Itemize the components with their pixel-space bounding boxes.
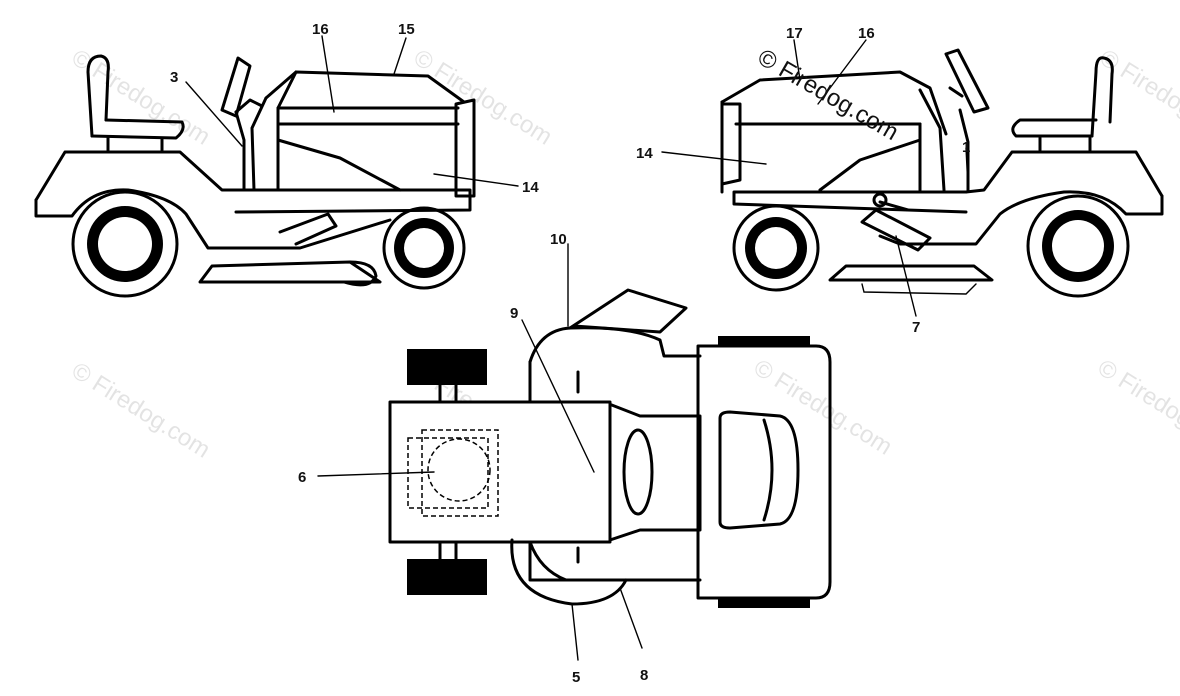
callout-label-8: 8 <box>640 667 648 684</box>
watermark-text-prominent: © Firedog.com <box>753 44 903 146</box>
callout-label-3: 3 <box>170 69 178 86</box>
leader-lines <box>185 35 969 661</box>
watermarks: © Firedog.com © Firedog.com © Firedog.co… <box>67 44 1180 463</box>
callout-label-10: 10 <box>550 231 567 248</box>
tractor-left-side-view <box>34 54 476 298</box>
callout-label-7: 7 <box>912 319 920 336</box>
callout-label-5: 5 <box>572 669 580 686</box>
callout-label-16-right: 16 <box>858 25 875 42</box>
callout-label-6: 6 <box>298 469 306 486</box>
tractor-top-view <box>388 288 832 608</box>
callout-labels: 3 16 15 14 17 16 14 1 7 10 9 6 5 8 <box>170 21 970 686</box>
callout-label-15: 15 <box>398 21 415 38</box>
callout-label-9: 9 <box>510 305 518 322</box>
watermark-text: © Firedog.com <box>409 44 557 150</box>
callout-label-14-left: 14 <box>522 179 539 196</box>
callout-label-16-left: 16 <box>312 21 329 38</box>
callout-label-17: 17 <box>786 25 803 42</box>
watermark-text: © Firedog.com <box>67 357 215 463</box>
watermark-text: © Firedog.com <box>1093 354 1180 460</box>
callout-label-1: 1 <box>962 139 970 156</box>
tractor-right-side-view <box>720 48 1164 298</box>
callout-label-14-right: 14 <box>636 145 653 162</box>
